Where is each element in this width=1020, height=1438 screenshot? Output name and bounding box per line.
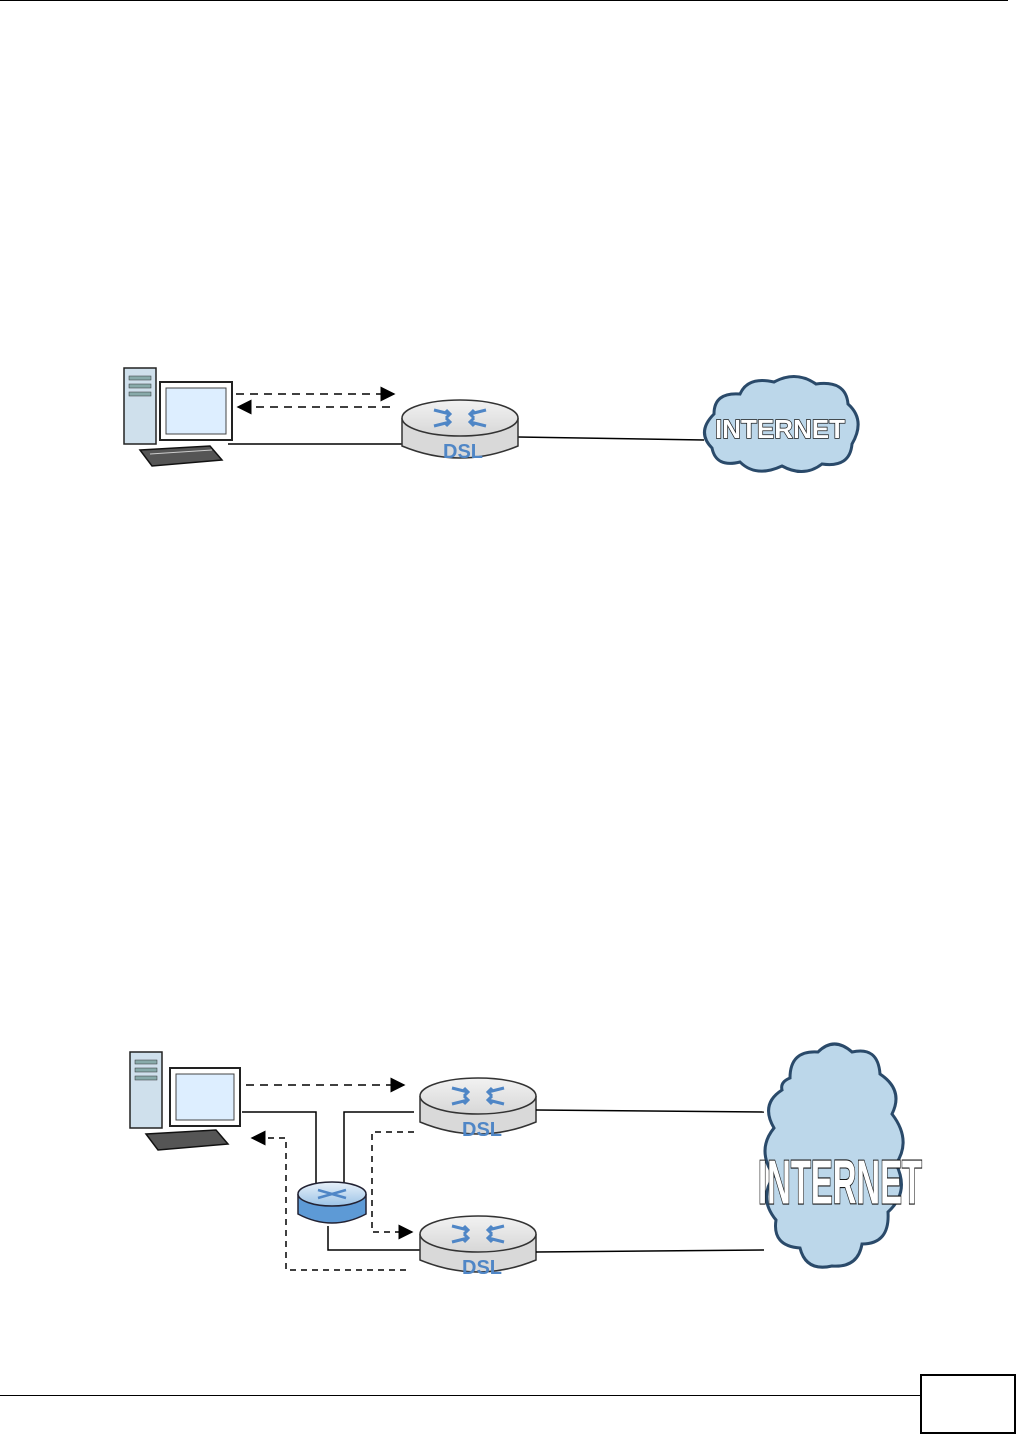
computer-icon <box>124 368 232 466</box>
footer-rule <box>0 1395 920 1396</box>
router-label: DSL <box>443 441 483 463</box>
wan-link-2 <box>536 1250 764 1252</box>
failover-path-arrow <box>372 1132 414 1232</box>
lan-link <box>242 1112 316 1188</box>
router-2-label: DSL <box>462 1257 502 1279</box>
cloud-label: INTERNET <box>715 414 845 444</box>
figure-2-dual-dsl-diagram: DSL DSL INTERNET <box>0 1040 1020 1290</box>
switch-icon <box>298 1182 366 1223</box>
wan-link <box>518 437 704 440</box>
wan-link-1 <box>536 1110 764 1112</box>
page-number-box <box>920 1374 1016 1434</box>
switch-to-dsl-1-link <box>344 1112 414 1188</box>
figure-1-single-dsl-diagram: DSL INTERNET <box>0 360 1020 490</box>
header-rule <box>0 0 1008 1</box>
cloud-label: INTERNET <box>758 1147 922 1217</box>
switch-to-dsl-2-link <box>328 1226 420 1250</box>
router-1-label: DSL <box>462 1119 502 1141</box>
computer-icon <box>130 1052 240 1150</box>
